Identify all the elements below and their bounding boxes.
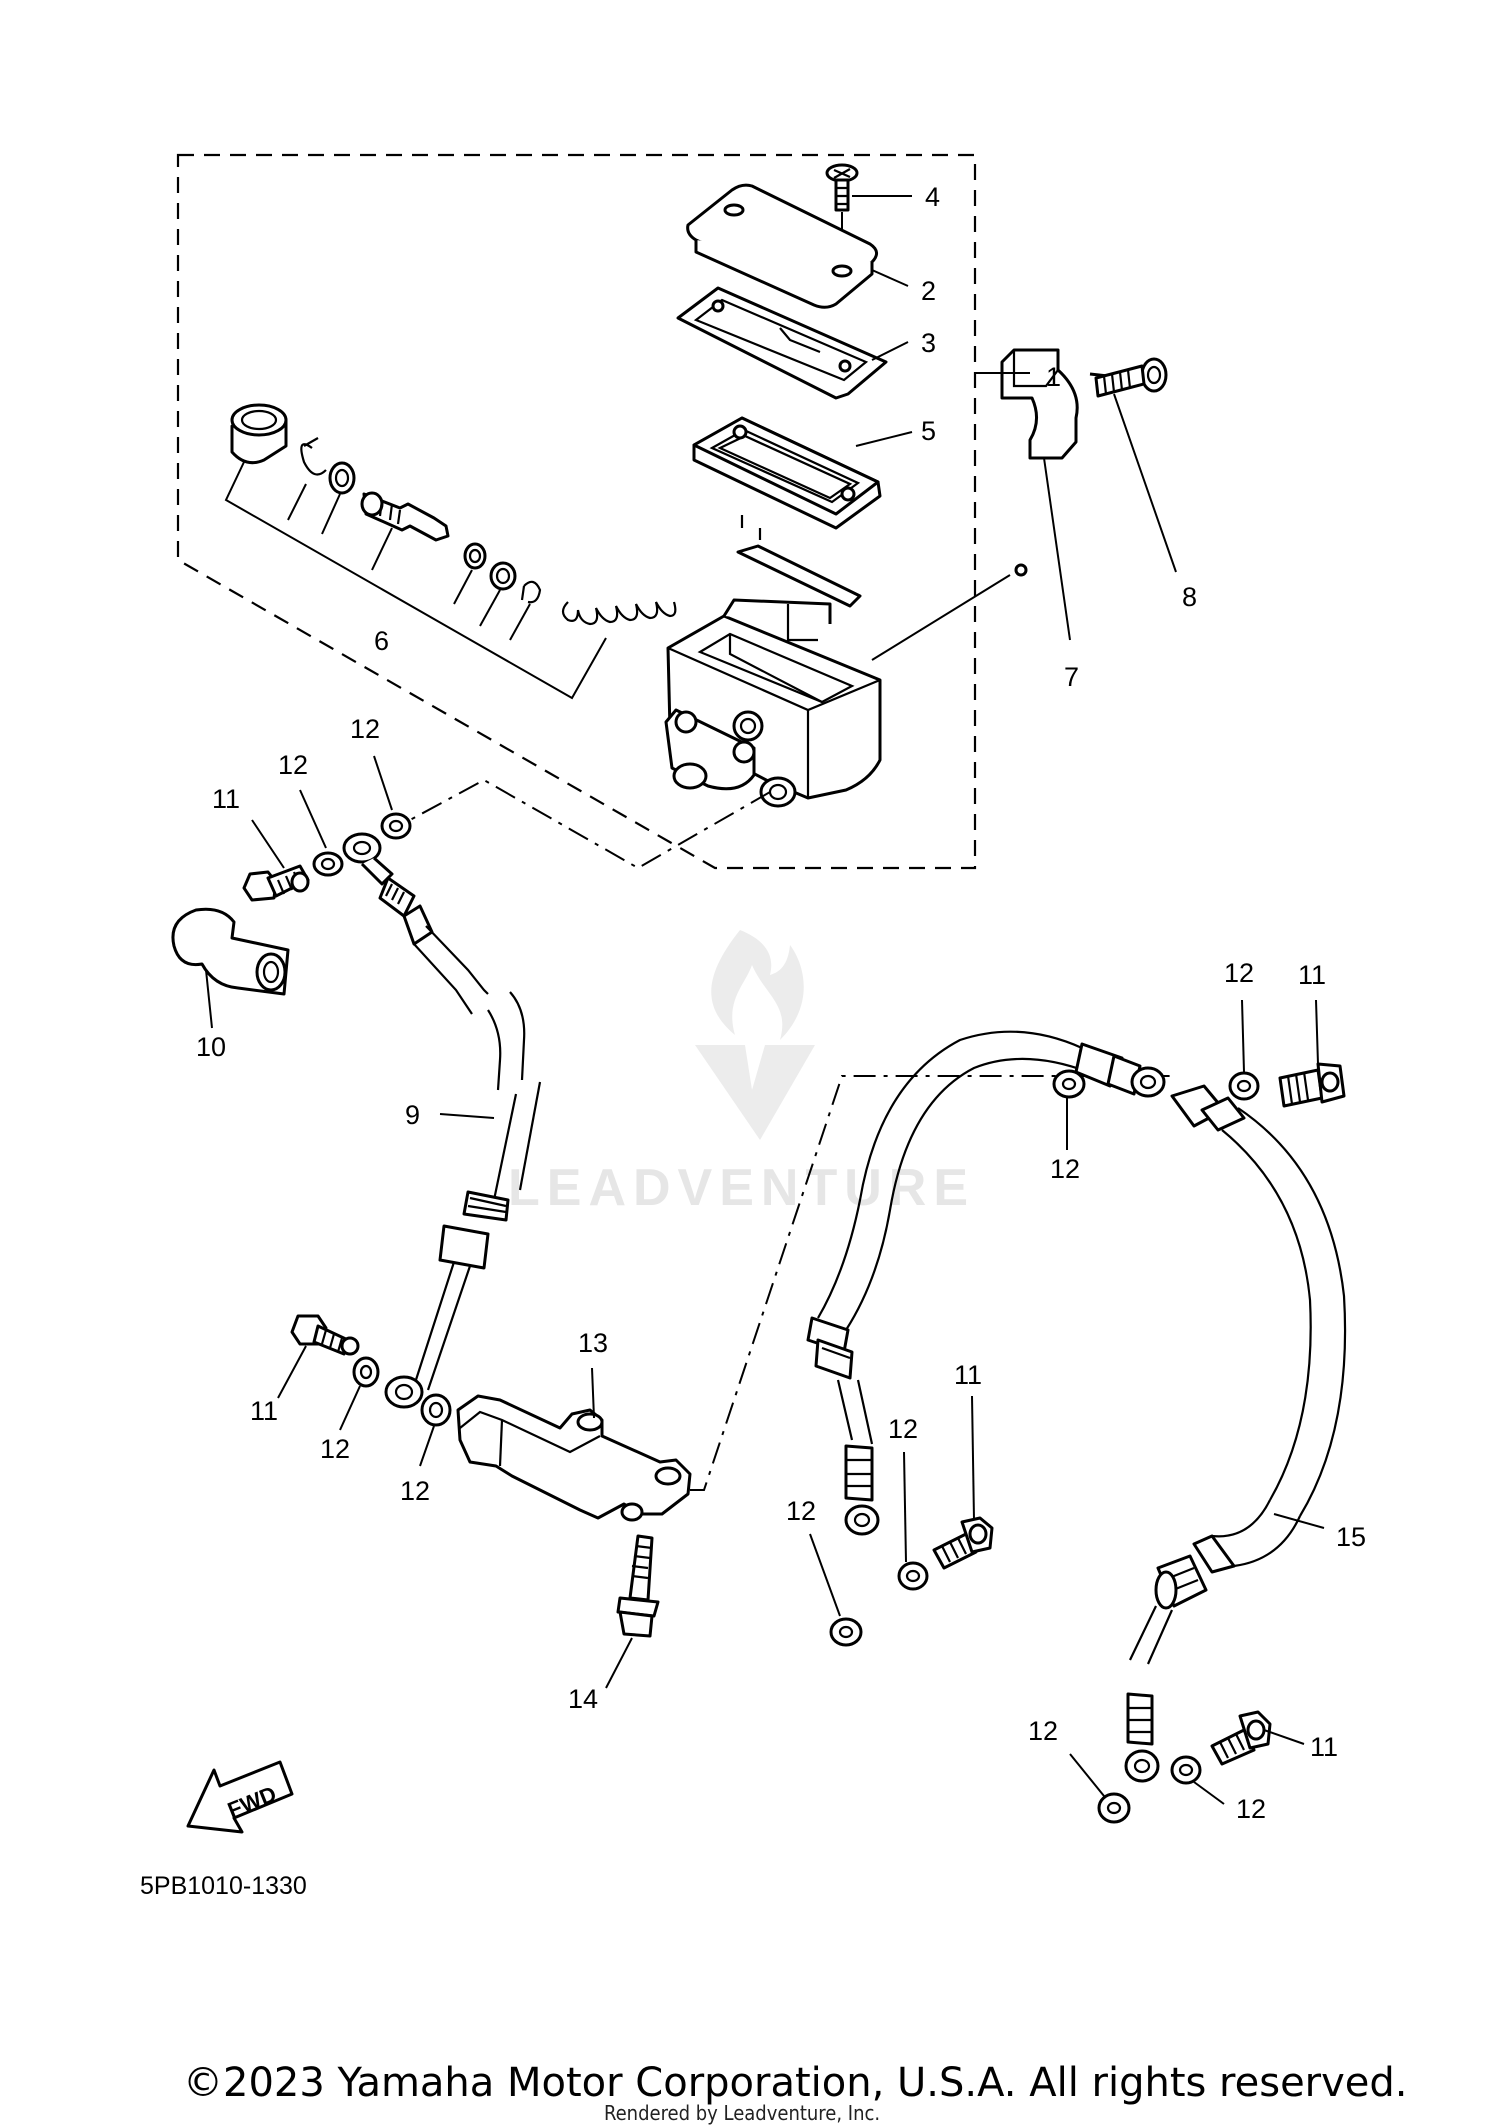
leader-body-to-7 [871, 574, 1011, 661]
part-7-clamp-holder [1000, 348, 1079, 577]
leader-8 [1113, 393, 1177, 573]
leader-12-left-bottom-a [339, 1385, 361, 1431]
leader-11-left-top [251, 819, 285, 869]
callout-11-left-top: 11 [212, 784, 240, 814]
callout-11-right-top: 11 [1298, 960, 1326, 990]
leader-12-right-bottom-a [1193, 1781, 1225, 1805]
watermark-text: LEADVENTURE [508, 1159, 975, 1217]
part-2-reservoir-cap [686, 183, 878, 309]
leader-12-left-bottom-b [419, 1425, 435, 1467]
callout-2: 2 [921, 276, 936, 306]
part-4-screw [825, 163, 859, 262]
callout-10: 10 [196, 1032, 226, 1062]
part-12-washer-right-top-a [1052, 1069, 1086, 1099]
part-11-bolt-right-bottom [1210, 1710, 1272, 1766]
callout-12-left-bottom-b: 12 [400, 1476, 430, 1506]
watermark-flame-icon [711, 930, 804, 1040]
part-6-piston-kit [224, 403, 677, 700]
callout-7: 7 [1064, 662, 1079, 692]
watermark-chevron-icon [695, 1045, 815, 1140]
watermark: LEADVENTURE [508, 930, 975, 1217]
callout-4: 4 [925, 182, 940, 212]
callout-3: 3 [921, 328, 936, 358]
part-10-rubber-cap [171, 907, 290, 996]
fwd-arrow-icon: FWD [186, 1760, 294, 1834]
link-outlet-to-banjo [409, 778, 771, 870]
leader-11-right-mid [971, 1395, 975, 1521]
leader-3 [871, 341, 909, 361]
callout-8: 8 [1182, 582, 1197, 612]
part-11-bolt-left-top [242, 864, 310, 902]
callout-12-left-top-b: 12 [350, 714, 380, 744]
callout-6: 6 [374, 626, 389, 656]
leader-12-right-top-b [1241, 999, 1245, 1073]
leader-12-left-top-b [373, 755, 393, 811]
callout-12-right-bottom-a: 12 [1236, 1794, 1266, 1824]
leader-7 [1043, 457, 1071, 641]
callout-12-right-mid-a: 12 [888, 1414, 918, 1444]
callout-15: 15 [1336, 1522, 1366, 1552]
diagram-code: 5PB1010-1330 [140, 1872, 307, 1900]
callout-12-left-top-a: 12 [278, 750, 308, 780]
callout-11-right-mid: 11 [954, 1360, 982, 1390]
callout-13: 13 [578, 1328, 608, 1358]
part-11-bolt-right-mid [932, 1516, 994, 1570]
leader-12-right-mid-b [809, 1533, 841, 1617]
callout-14: 14 [568, 1684, 598, 1714]
callout-12-left-bottom-a: 12 [320, 1434, 350, 1464]
leader-15 [1273, 1513, 1325, 1529]
part-11-bolt-right-top [1278, 1062, 1346, 1108]
leader-11-right-top [1315, 999, 1319, 1065]
callout-1: 1 [1046, 362, 1061, 392]
part-12-washer-left-bottom-b [420, 1393, 452, 1427]
part-12-washer-left-top-a [312, 851, 344, 877]
part-11-bolt-left-bottom [290, 1314, 360, 1356]
callout-12-right-bottom-b: 12 [1028, 1716, 1058, 1746]
leader-14 [605, 1637, 633, 1689]
copyright-notice: ©2023 Yamaha Motor Corporation, U.S.A. A… [183, 2060, 1408, 2106]
leader-5 [855, 431, 913, 447]
callout-11-left-bottom: 11 [250, 1396, 278, 1426]
callout-9: 9 [405, 1100, 420, 1130]
part-12-washer-left-top-b [380, 812, 412, 840]
leader-9 [439, 1113, 495, 1119]
part-12-washer-right-mid-b [829, 1617, 863, 1647]
callout-11-right-bottom: 11 [1310, 1732, 1338, 1762]
part-12-washer-left-bottom-a [352, 1356, 380, 1388]
assembly-boundary [176, 153, 977, 870]
part-12-washer-right-top-b [1228, 1071, 1260, 1101]
part-12-washer-right-bottom-b [1097, 1792, 1131, 1824]
callout-5: 5 [921, 416, 936, 446]
leader-2 [871, 269, 909, 287]
rendered-by-notice: Rendered by Leadventure, Inc. [604, 2101, 880, 2125]
part-15-brake-hoses [806, 1030, 1347, 1783]
part-13-joint-bracket [456, 1394, 692, 1522]
part-12-washer-right-bottom-a [1170, 1755, 1202, 1785]
part-14-bolt [616, 1534, 660, 1638]
leader-12-right-mid-a [903, 1451, 907, 1563]
part-12-washer-right-mid-a [897, 1561, 929, 1591]
leader-10 [205, 969, 213, 1029]
link-bracket-to-hose [690, 1075, 1176, 1491]
leader-12-right-bottom-b [1069, 1753, 1105, 1797]
part-8-clamp-bolt [1089, 357, 1168, 398]
leader-11-right-bottom [1263, 1729, 1305, 1745]
leader-12-left-top-a [299, 789, 327, 849]
callout-12-right-top-b: 12 [1224, 958, 1254, 988]
part-9-brake-hose [342, 832, 542, 1409]
callout-12-right-top-a: 12 [1050, 1154, 1080, 1184]
leader-11-left-bottom [277, 1345, 307, 1399]
leader-13 [591, 1367, 595, 1419]
callout-12-right-mid-b: 12 [786, 1496, 816, 1526]
part-5-diaphragm [692, 416, 882, 608]
master-cylinder-body [664, 598, 882, 808]
part-3-diaphragm-plate [676, 286, 888, 400]
